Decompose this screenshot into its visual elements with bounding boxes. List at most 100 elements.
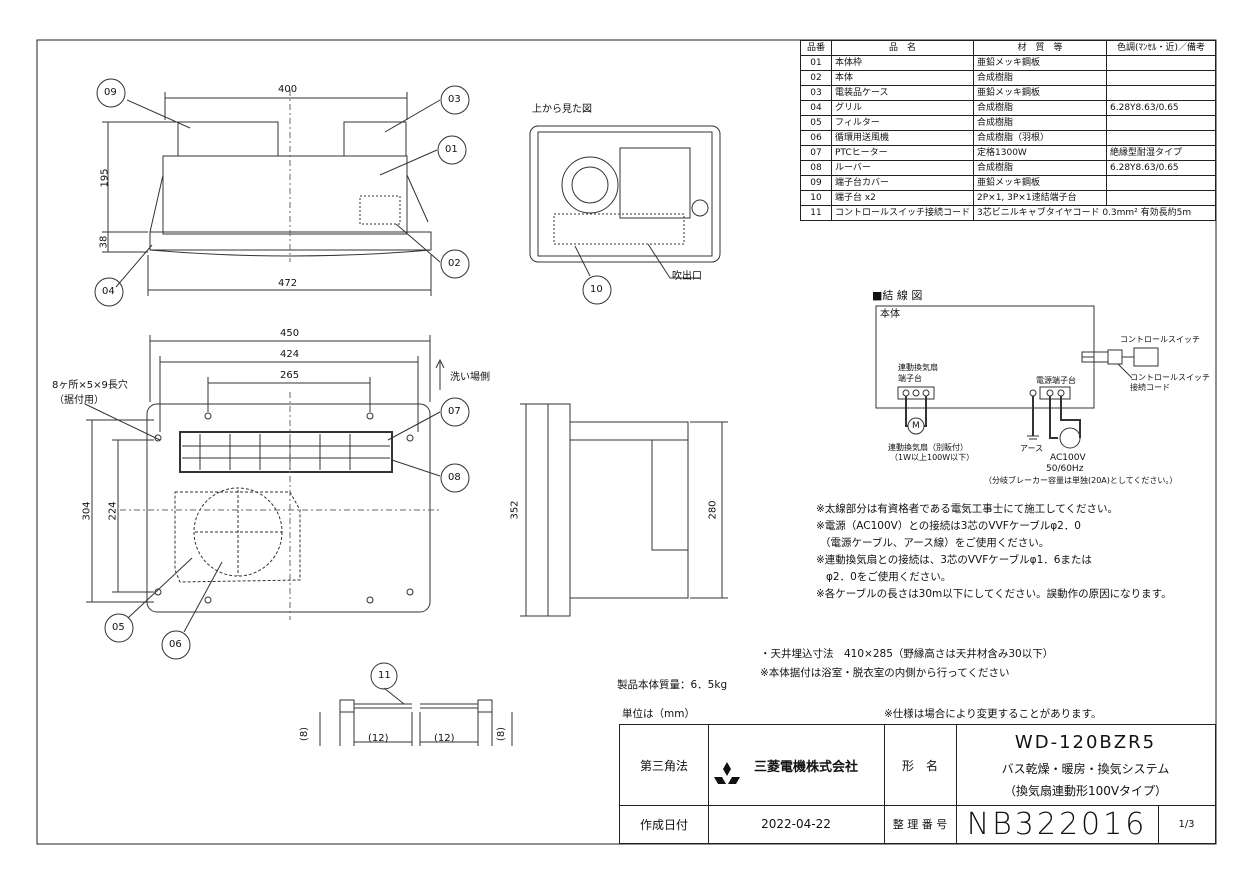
- callout-08: 08: [448, 472, 461, 483]
- wiring-title: ■結 線 図: [872, 289, 923, 302]
- earth-label: アース: [1020, 444, 1044, 453]
- breaker-label: （分岐ブレーカー容量は単独(20A)としてください。）: [984, 476, 1178, 485]
- part-name: 本体枠: [830, 55, 975, 71]
- drawing-number: NB322016: [966, 806, 1148, 842]
- company-name: 三菱電機株式会社: [753, 759, 858, 775]
- dim-304: 304: [81, 501, 93, 521]
- part-material: 亜鉛メッキ鋼板: [973, 175, 1108, 191]
- title-block: 第三角法 三菱電機株式会社 形 名 WD-120BZR5 バス乾燥・暖房・換気シ…: [619, 724, 1216, 844]
- note-line: ※太線部分は有資格者である電気工事士にて施工してください。: [816, 503, 1119, 515]
- part-name: 電装品ケース: [830, 85, 975, 101]
- vent-terminal-sub-label: 端子台: [898, 374, 922, 383]
- part-name: 本体: [830, 70, 975, 86]
- creation-date: 2022-04-22: [761, 817, 831, 831]
- header-part-no: 品番: [800, 40, 832, 56]
- vent-fan-range-label: （1W以上100W以下）: [890, 453, 975, 462]
- bottom-view: [84, 335, 470, 660]
- callout-11: 11: [378, 670, 391, 681]
- dim-450: 450: [280, 328, 300, 339]
- part-name: 循環用送風機: [830, 130, 975, 146]
- part-name: コントロールスイッチ接続コード: [830, 205, 975, 221]
- spec-note: ※仕様は場合により変更することがあります。: [884, 708, 1102, 720]
- part-color: [1106, 115, 1216, 131]
- mitsubishi-logo-icon: [714, 762, 740, 784]
- dim-352: 352: [509, 500, 521, 520]
- dim-265: 265: [280, 370, 300, 381]
- motor-label: M: [912, 421, 920, 431]
- wiring-body-label: 本体: [880, 309, 900, 320]
- part-material: 定格1300W: [973, 145, 1108, 161]
- header-part-name: 品 名: [830, 40, 975, 56]
- top-view-label: 上から見た図: [532, 104, 592, 115]
- part-material: 合成樹脂: [973, 70, 1108, 86]
- part-no: 08: [800, 160, 832, 176]
- part-no: 03: [800, 85, 832, 101]
- callout-10: 10: [590, 284, 603, 295]
- front-view: [94, 78, 470, 307]
- dim-400: 400: [278, 84, 298, 95]
- part-color: [1106, 190, 1216, 206]
- holes-sub-label: （据付用）: [54, 395, 104, 406]
- model-description: バス乾燥・暖房・換気システム: [1001, 761, 1170, 776]
- part-color: [1106, 70, 1216, 86]
- part-color: [1106, 175, 1216, 191]
- note-line: ※連動換気扇との接続は、3芯のVVFケーブルφ1．6または: [816, 554, 1092, 566]
- part-color: 6.28Y8.63/0.65: [1106, 160, 1216, 176]
- dim-472: 472: [278, 278, 298, 289]
- control-switch-label: コントロールスイッチ: [1120, 335, 1200, 344]
- note-line: （電源ケーブル、アース線）をご使用ください。: [820, 537, 1050, 549]
- part-no: 07: [800, 145, 832, 161]
- dim-280: 280: [707, 500, 719, 520]
- callout-01: 01: [445, 144, 458, 155]
- part-no: 01: [800, 55, 832, 71]
- dim-195: 195: [99, 168, 111, 188]
- callout-04: 04: [102, 286, 115, 297]
- vent-fan-label: 連動換気扇（別販付）: [888, 443, 968, 452]
- outlet-label: 吹出口: [672, 271, 702, 282]
- part-color: 6.28Y8.63/0.65: [1106, 100, 1216, 116]
- part-material: 3芯ビニルキャブタイヤコード 0.3mm² 有効長約5m: [973, 205, 1216, 221]
- part-material: 合成樹脂: [973, 160, 1108, 176]
- part-color: [1106, 85, 1216, 101]
- part-name: 端子台カバー: [830, 175, 975, 191]
- part-material: 亜鉛メッキ鋼板: [973, 85, 1108, 101]
- part-name: ルーバー: [830, 160, 975, 176]
- cord-sub-label: 接続コード: [1130, 383, 1170, 392]
- part-no: 02: [800, 70, 832, 86]
- part-no: 10: [800, 190, 832, 206]
- part-no: 04: [800, 100, 832, 116]
- projection-label: 第三角法: [639, 758, 688, 773]
- model-type: （換気扇連動形100Vタイプ）: [1003, 783, 1168, 798]
- part-material: 合成樹脂（羽根）: [973, 130, 1108, 146]
- part-name: 端子台 x2: [830, 190, 975, 206]
- part-material: 亜鉛メッキ鋼板: [973, 55, 1108, 71]
- wiring-diagram: [875, 305, 1159, 449]
- callout-02: 02: [448, 258, 461, 269]
- callout-06: 06: [169, 639, 182, 650]
- weight-label: 製品本体質量：6．5kg: [617, 679, 728, 691]
- part-color: 絶縁型耐湿タイプ: [1106, 145, 1216, 161]
- note-line: φ2．0をご使用ください。: [826, 571, 952, 583]
- cord-dim-right: (8): [496, 726, 508, 742]
- model-number: WD-120BZR5: [1014, 731, 1157, 753]
- callout-07: 07: [448, 406, 461, 417]
- cord-label: コントロールスイッチ: [1130, 373, 1210, 382]
- callout-09: 09: [104, 87, 117, 98]
- cord-dim-a: (12): [368, 733, 389, 744]
- control-cord-drawing: [319, 662, 513, 746]
- top-view: [529, 125, 721, 305]
- dim-38: 38: [98, 235, 110, 249]
- part-no: 09: [800, 175, 832, 191]
